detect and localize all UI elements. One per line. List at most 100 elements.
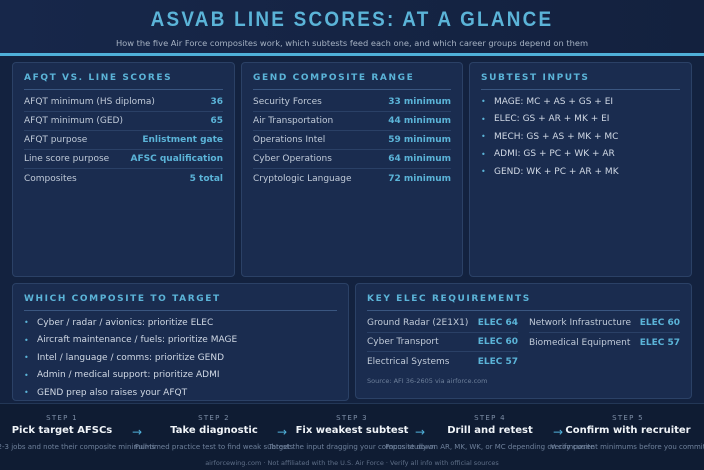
row-value: ELEC 60 xyxy=(477,337,518,347)
list-item: • GEND prep also raises your AFQT xyxy=(24,384,337,400)
panel-heading: SUBTEST INPUTS xyxy=(481,73,680,90)
row-label: Cyber Transport xyxy=(367,337,439,347)
row-label: AFQT minimum (GED) xyxy=(24,116,123,126)
row-label: AFQT minimum (HS diploma) xyxy=(24,97,155,107)
row-label: Network Infrastructure xyxy=(529,318,632,328)
bullet-icon: • xyxy=(24,318,29,328)
footer: airforcewing.com · Not affiliated with t… xyxy=(205,459,499,467)
row-label: Security Forces xyxy=(253,97,322,107)
row-value: Enlistment gate xyxy=(142,135,223,145)
step-label: STEP 2 xyxy=(198,414,230,422)
page-subtitle: How the five Air Force composites work, … xyxy=(115,38,589,48)
panel-heading: AFQT VS. LINE SCORES xyxy=(24,73,223,90)
bullet-icon: • xyxy=(481,149,486,159)
list-item: • Cyber / radar / avionics: prioritize EL… xyxy=(24,314,337,332)
panel-heading: GEND COMPOSITE RANGE xyxy=(253,73,451,90)
list-item: •MAGE: MC + AS + GS + EI xyxy=(481,93,680,111)
table-row: Line score purpose AFSC qualification xyxy=(24,150,223,169)
source-note: Source: AFI 36-2605 via airforce.com xyxy=(367,377,488,385)
bullet-icon: • xyxy=(24,370,29,380)
target-panel: WHICH COMPOSITE TO TARGET •Cyber / radar… xyxy=(12,283,349,401)
bullet-icon: • xyxy=(481,114,486,124)
step-description: Focus study on AR, MK, WK, or MC dependi… xyxy=(385,443,595,451)
row-label: Ground Radar (2E1X1) xyxy=(367,318,469,328)
table-row: Cyber Operations 64 minimum xyxy=(253,150,451,169)
table-row: AFQT minimum (HS diploma) 36 xyxy=(24,93,223,112)
table-row: Biomedical Equipment ELEC 57 xyxy=(529,333,680,352)
list-item-text: GEND: WK + PC + AR + MK xyxy=(494,166,619,177)
row-label: Cryptologic Language xyxy=(253,173,352,184)
row-label: Operations Intel xyxy=(253,135,326,145)
row-value: 36 xyxy=(210,97,223,107)
step-label: STEP 5 xyxy=(612,414,644,422)
step-description: Full-timed practice test to find weak su… xyxy=(134,443,294,451)
step-label: STEP 4 xyxy=(474,414,506,422)
row-value: 65 xyxy=(210,116,223,126)
row-label: Line score purpose xyxy=(24,154,110,164)
row-value: 5 total xyxy=(189,173,223,184)
row-label: Air Transportation xyxy=(253,116,334,126)
row-label: AFQT purpose xyxy=(24,135,88,145)
list-item-text: Aircraft maintenance / fuels: prioritize… xyxy=(37,335,238,346)
table-row: Network Infrastructure ELEC 60 xyxy=(529,314,680,333)
row-value: 33 minimum xyxy=(388,97,451,107)
header: ASVAB LINE SCORES: AT A GLANCE How the f… xyxy=(0,0,704,53)
list-item: • MECH: GS + AS + MK + MC xyxy=(481,128,680,146)
list-item-text: ADMI: GS + PC + WK + AR xyxy=(494,149,615,160)
list-item-text: Cyber / radar / avionics: prioritize ELE… xyxy=(37,317,214,328)
table-row: AFQT purpose Enlistment gate xyxy=(24,131,223,150)
row-value: 72 minimum xyxy=(388,173,451,184)
row-value: AFSC qualification xyxy=(130,154,223,164)
list-item-text: MECH: GS + AS + MK + MC xyxy=(494,131,619,142)
row-label: Electrical Systems xyxy=(367,356,450,367)
list-item-text: Intel / language / comms: prioritize GEN… xyxy=(37,352,225,363)
step-description: Target the input dragging your composite… xyxy=(268,443,436,451)
bullet-icon: • xyxy=(24,353,29,363)
step-title: Drill and retest xyxy=(447,425,533,436)
step-label: STEP 1 xyxy=(46,414,78,422)
row-value: ELEC 60 xyxy=(639,318,680,328)
bullet-icon: • xyxy=(481,97,486,107)
table-row: Operations Intel 59 minimum xyxy=(253,131,451,150)
list-item: • GEND: WK + PC + AR + MK xyxy=(481,163,680,181)
bullet-icon: • xyxy=(24,335,29,345)
panel-heading: KEY ELEC REQUIREMENTS xyxy=(367,294,680,311)
step-title: Fix weakest subtest xyxy=(295,425,409,436)
header-divider xyxy=(0,53,704,56)
subtest-inputs-panel: SUBTEST INPUTS •MAGE: MC + AS + GS + EI•… xyxy=(469,62,692,277)
row-label: Composites xyxy=(24,173,77,184)
table-row: Ground Radar (2E1X1) ELEC 64 xyxy=(367,314,518,333)
list-item: • Admin / medical support: prioritize ADM… xyxy=(24,367,337,385)
bullet-icon: • xyxy=(24,388,29,398)
list-item: • Intel / language / comms: prioritize GE… xyxy=(24,349,337,367)
list-item-text: Admin / medical support: prioritize ADMI xyxy=(37,370,220,381)
gend-panel: GEND COMPOSITE RANGE Security Forces 33 m… xyxy=(241,62,463,277)
row-label: Biomedical Equipment xyxy=(529,337,631,348)
table-row: Cyber Transport ELEC 60 xyxy=(367,333,518,352)
afqt-panel: AFQT VS. LINE SCORES AFQT minimum (HS di… xyxy=(12,62,235,277)
list-item-text: GEND prep also raises your AFQT xyxy=(37,387,188,398)
arrow-right-icon: → xyxy=(277,425,288,439)
arrow-right-icon: → xyxy=(415,425,426,439)
table-row: Cryptologic Language 72 minimum xyxy=(253,169,451,188)
list-item: • ELEC: GS + AR + MK + EI xyxy=(481,111,680,129)
row-value: 59 minimum xyxy=(388,135,451,145)
arrow-right-icon: → xyxy=(553,425,564,439)
page-title: ASVAB LINE SCORES: AT A GLANCE xyxy=(150,8,554,31)
step-title: Take diagnostic xyxy=(170,425,258,436)
list-item: • Aircraft maintenance / fuels: prioritiz… xyxy=(24,332,337,350)
table-row: Security Forces 33 minimum xyxy=(253,93,451,112)
row-value: 44 minimum xyxy=(388,116,451,126)
row-value: 64 minimum xyxy=(388,154,451,164)
row-value: ELEC 64 xyxy=(477,318,518,328)
list-item-text: ELEC: GS + AR + MK + EI xyxy=(494,114,610,125)
bullet-icon: • xyxy=(481,167,486,177)
step-description: Verify current minimums before you commi… xyxy=(550,443,704,451)
step-title: Pick target AFSCs xyxy=(11,425,113,436)
row-value: ELEC 57 xyxy=(639,337,680,348)
bullet-icon: • xyxy=(481,132,486,142)
step-title: Confirm with recruiter xyxy=(565,425,691,436)
step-label: STEP 3 xyxy=(336,414,368,422)
row-label: Cyber Operations xyxy=(253,154,332,164)
